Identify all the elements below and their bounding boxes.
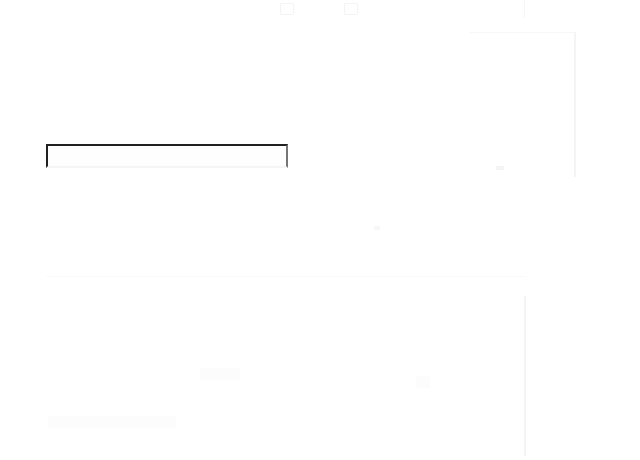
- faint-list-item: [200, 368, 240, 380]
- panel-handle[interactable]: [496, 166, 504, 170]
- vertical-scrollbar[interactable]: [524, 296, 526, 456]
- divider: [46, 276, 526, 277]
- toolbar: [0, 0, 640, 18]
- faint-list-item: [48, 416, 176, 428]
- toolbar-divider: [524, 0, 525, 18]
- square-icon[interactable]: [280, 3, 294, 15]
- faint-marker: [374, 226, 380, 230]
- text-input[interactable]: [46, 144, 288, 168]
- faint-list-item: [416, 376, 430, 388]
- side-panel-outline: [470, 32, 576, 177]
- square-icon[interactable]: [344, 3, 358, 15]
